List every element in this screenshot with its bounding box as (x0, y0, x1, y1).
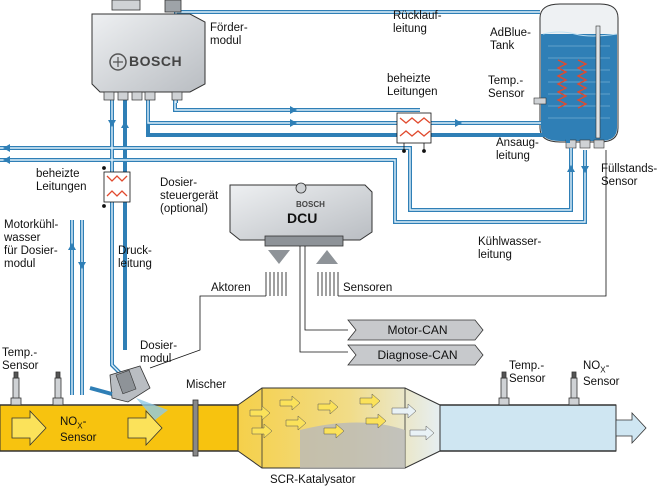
dcu-title: DCU (287, 210, 318, 226)
label-temp-sensor-tank: Temp.-Sensor (488, 75, 525, 100)
label-temp-sensor-right: Temp.-Sensor (509, 360, 546, 385)
label-kuehlwasserleitung: Kühlwasser-leitung (478, 236, 542, 261)
sensor-probes (10, 371, 580, 406)
bosch-logo-dcu: BOSCH (296, 200, 325, 209)
label-foerdermodul: Förder-modul (210, 22, 248, 47)
label-nox-sensor-right: NOX-Sensor (583, 360, 620, 389)
label-ansaugleitung: Ansaug-leitung (496, 137, 539, 162)
foerdermodul-unit (91, 0, 206, 101)
label-dosiermodul: Dosier-modul (140, 340, 178, 365)
dosiermodul-unit (89, 365, 168, 420)
label-druckleitung: Druck-leitung (118, 245, 152, 270)
tag-diagnose-can: Diagnose-CAN (377, 348, 458, 362)
label-ruecklaufleitung: Rücklauf-leitung (393, 10, 442, 35)
label-aktoren: Aktoren (211, 282, 251, 294)
adblue-tank (533, 3, 619, 149)
label-adblue-tank: AdBlue-Tank (490, 27, 531, 52)
heated-line-symbols (102, 112, 432, 208)
label-mischer: Mischer (186, 379, 227, 391)
label-nox-sensor-left: NOX-Sensor (60, 416, 97, 445)
tag-motor-can: Motor-CAN (387, 323, 448, 337)
label-sensoren: Sensoren (343, 282, 393, 294)
exhaust-pipe (0, 387, 647, 469)
label-dosiersteuergeraet: Dosier-steuergerät(optional) (160, 177, 219, 215)
bosch-logo-pump: BOSCH (129, 53, 183, 69)
label-temp-sensor-left: Temp.-Sensor (2, 347, 39, 372)
label-scr-katalysator: SCR-Katalysator (270, 474, 356, 486)
label-fuellstands-sensor: Füllstands-Sensor (601, 163, 658, 188)
dcu-unit (149, 150, 607, 369)
